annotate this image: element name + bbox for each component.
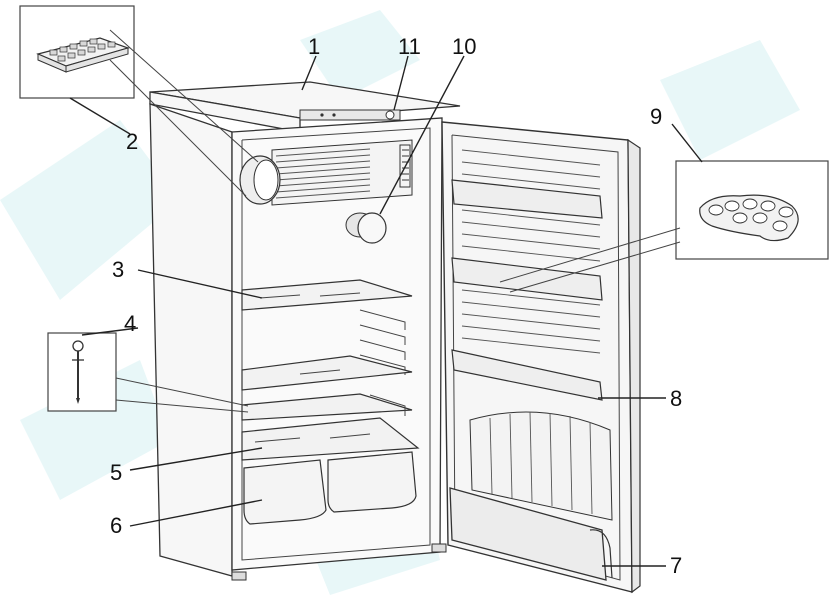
ice-tray-icon xyxy=(36,37,130,73)
shelf-lower xyxy=(241,393,413,421)
thermometer-icon xyxy=(72,340,84,404)
label-3: 3 xyxy=(112,257,124,282)
shelf-middle xyxy=(241,355,413,391)
label-10: 10 xyxy=(452,34,476,59)
label-1: 1 xyxy=(308,34,320,59)
freezer-evaporator xyxy=(239,139,413,206)
leader-lines xyxy=(69,29,703,567)
inset-thermometer xyxy=(47,332,117,412)
label-6: 6 xyxy=(110,513,122,538)
egg-tray-icon xyxy=(699,194,799,242)
thermostat-knob xyxy=(345,212,387,244)
fridge-door xyxy=(441,121,641,594)
label-8: 8 xyxy=(670,386,682,411)
shelf-guides xyxy=(359,309,406,375)
inset-ice-tray xyxy=(19,5,135,99)
label-4: 4 xyxy=(124,311,136,336)
label-5: 5 xyxy=(110,460,122,485)
label-2: 2 xyxy=(126,129,138,154)
label-9: 9 xyxy=(650,104,662,129)
callout-labels: 1 2 3 4 5 6 7 8 9 10 11 xyxy=(110,34,682,578)
label-11: 11 xyxy=(398,34,421,59)
inset-egg-tray xyxy=(675,160,829,260)
label-7: 7 xyxy=(670,553,682,578)
shelf-upper xyxy=(241,279,413,311)
crisper-drawers xyxy=(243,451,417,525)
